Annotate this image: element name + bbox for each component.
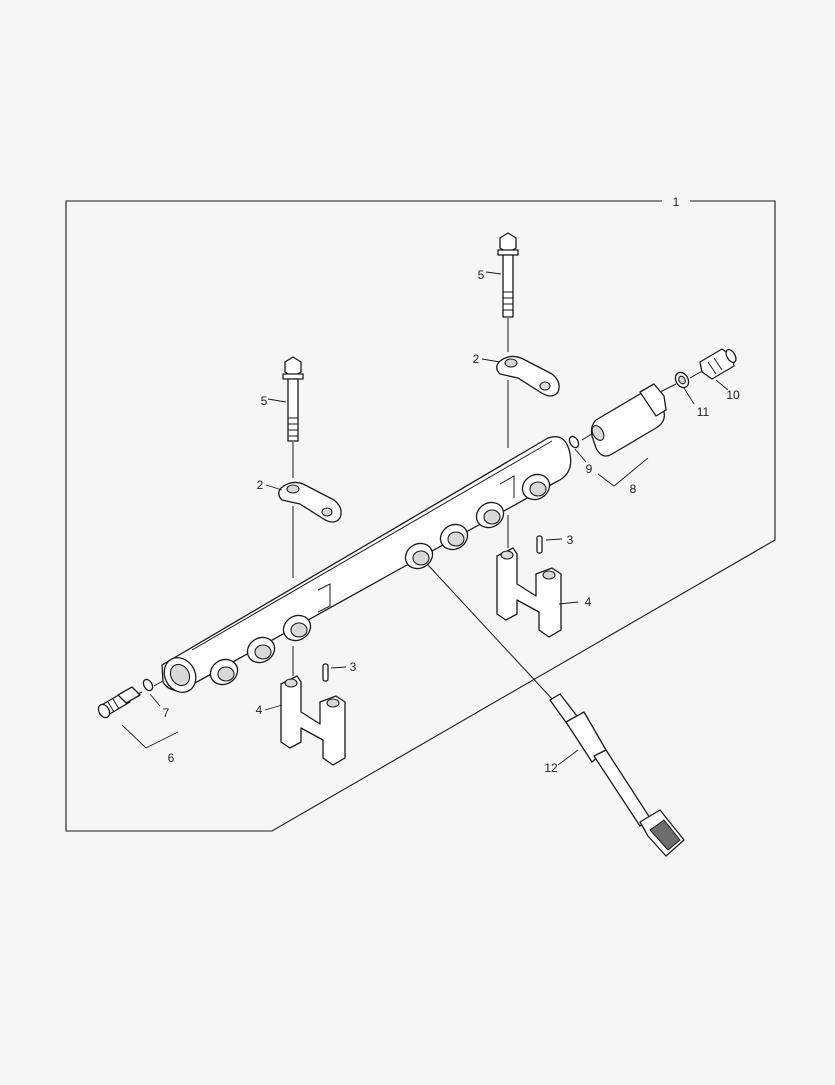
rail-pressure-sensor [549, 693, 685, 857]
callout-11: 11 [697, 405, 710, 419]
callout-3-left: 3 [350, 660, 357, 674]
callout-9: 9 [586, 462, 593, 476]
callout-8: 8 [630, 482, 637, 496]
end-plug-fitting [97, 686, 141, 719]
support-right [496, 547, 562, 638]
fuel-rail [161, 436, 572, 693]
callout-1: 1 [673, 195, 680, 209]
pin-right [536, 535, 543, 554]
callout-5-right: 5 [478, 268, 485, 282]
support-left [280, 675, 346, 766]
pin-left [322, 663, 329, 682]
callout-6: 6 [168, 751, 175, 765]
bolt-right [497, 232, 519, 318]
callout-5-left: 5 [261, 394, 268, 408]
callout-2-left: 2 [257, 478, 264, 492]
clamp-left [278, 481, 342, 523]
sealing-washer-left [142, 678, 154, 692]
callout-10: 10 [726, 388, 740, 402]
callout-labels: 1 5 5 2 2 3 3 4 4 6 7 8 9 10 11 12 [163, 195, 740, 775]
callout-4-left: 4 [256, 703, 263, 717]
sealing-washer-valve [568, 435, 580, 449]
rail-outlet-ports [209, 473, 551, 686]
callout-7: 7 [163, 706, 170, 720]
pressure-relief-valve [590, 383, 667, 457]
sealing-washer-adapter [674, 371, 690, 389]
leader-lines [121, 271, 729, 766]
callout-3-right: 3 [567, 533, 574, 547]
callout-2-right: 2 [473, 352, 480, 366]
callout-12: 12 [544, 761, 558, 775]
bolt-left [282, 356, 304, 442]
adapter-fitting [699, 348, 737, 380]
assembly-frame [65, 200, 776, 832]
clamp-right [496, 355, 560, 397]
callout-4-right: 4 [585, 595, 592, 609]
